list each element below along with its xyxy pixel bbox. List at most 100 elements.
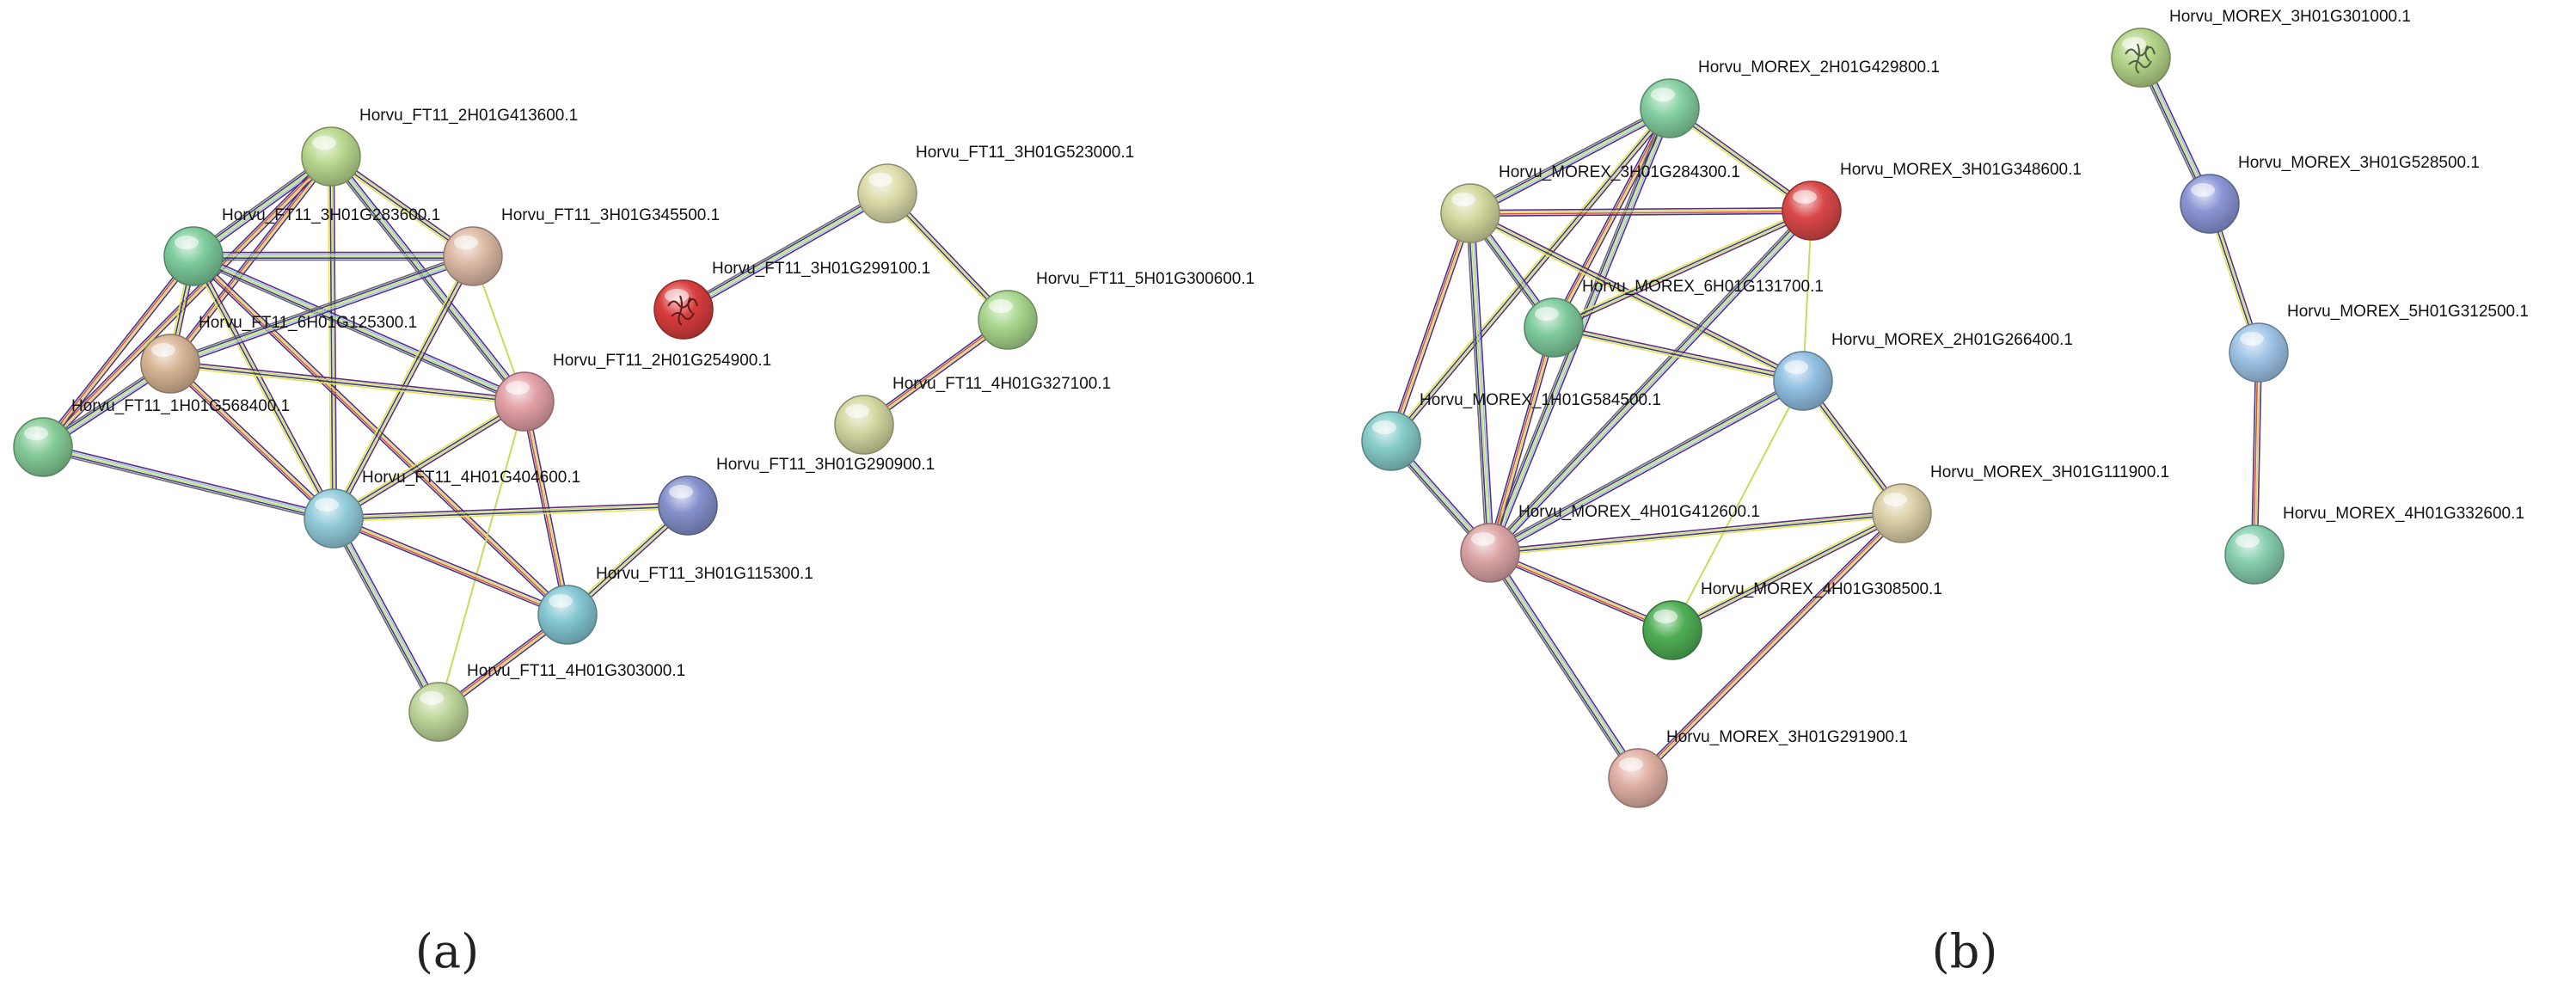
edge-strand: [1489, 509, 1902, 551]
protein-node-horvu-morex-3h01g528500-1: Horvu_MOREX_3H01G528500.1: [2180, 154, 2480, 234]
node-sphere: [443, 226, 503, 286]
edge-horvu-ft11-2h01g254900-1-to-horvu-ft11-4h01g303000-1: [438, 401, 525, 713]
edge-strand: [193, 255, 525, 402]
edge-strand: [169, 252, 472, 361]
protein-node-horvu-ft11-6h01g125300-1: Horvu_FT11_6H01G125300.1: [140, 314, 417, 394]
edge-strand: [169, 364, 334, 520]
protein-node-horvu-morex-3h01g348600-1: Horvu_MOREX_3H01G348600.1: [1782, 161, 2082, 241]
protein-node-horvu-morex-5h01g312500-1: Horvu_MOREX_5H01G312500.1: [2229, 303, 2529, 383]
protein-node-horvu-morex-3h01g301000-1: Horvu_MOREX_3H01G301000.1: [2111, 8, 2411, 88]
node-highlight: [175, 236, 199, 249]
node-highlight: [1784, 360, 1808, 374]
node-highlight: [2122, 37, 2146, 51]
edge-strand: [333, 400, 524, 518]
panel-b-network: Horvu_MOREX_2H01G429800.1Horvu_MOREX_3H0…: [1361, 8, 2529, 808]
node-label: Horvu_MOREX_2H01G266400.1: [1831, 331, 2073, 349]
protein-node-horvu-ft11-3h01g523000-1: Horvu_FT11_3H01G523000.1: [857, 144, 1134, 224]
edge-strand: [1465, 213, 1487, 554]
node-highlight: [2191, 183, 2215, 197]
node-label: Horvu_MOREX_3H01G284300.1: [1499, 163, 1740, 181]
protein-structure-icon: [667, 295, 698, 326]
node-highlight: [868, 173, 892, 187]
edge-strand: [1470, 212, 1804, 381]
edge-horvu-morex-3h01g284300-1-to-horvu-morex-2h01g266400-1: [1469, 210, 1805, 384]
node-highlight: [1372, 420, 1396, 434]
node-label: Horvu_MOREX_3H01G348600.1: [1840, 161, 2082, 179]
node-label: Horvu_MOREX_1H01G584500.1: [1420, 391, 1661, 409]
edge-strand: [1469, 106, 1670, 212]
edge-strand: [1469, 213, 1803, 383]
edge-strand: [169, 255, 474, 365]
edge-horvu-ft11-1h01g568400-1-to-horvu-ft11-4h01g404600-1: [41, 442, 335, 524]
edge-strand: [1489, 210, 1812, 554]
node-sphere: [1782, 181, 1842, 241]
edge-strand: [331, 518, 438, 714]
node-label: Horvu_MOREX_3H01G111900.1: [1930, 463, 2169, 481]
node-label: Horvu_FT11_5H01G300600.1: [1036, 270, 1254, 288]
node-sphere: [978, 290, 1038, 350]
node-label: Horvu_FT11_4H01G303000.1: [467, 662, 685, 680]
panel-a-caption: (a): [415, 924, 479, 978]
edge-strand: [1391, 108, 1671, 443]
edge-horvu-morex-4h01g412600-1-to-horvu-morex-4h01g308500-1: [1488, 549, 1674, 634]
node-highlight: [315, 498, 339, 512]
edge-strand: [1492, 212, 1815, 556]
panel-a-network: Horvu_FT11_2H01G413600.1Horvu_FT11_3H01G…: [13, 107, 1254, 742]
edge-horvu-morex-3h01g348600-1-to-horvu-morex-4h01g412600-1: [1487, 207, 1815, 556]
node-sphere: [1361, 411, 1421, 471]
edge-strand: [1469, 209, 1812, 213]
edge-strand: [1553, 328, 1803, 383]
edge-strand: [1469, 215, 1802, 384]
edge-strand: [170, 362, 335, 518]
edge-strand: [333, 501, 688, 517]
edge-strand: [1491, 551, 1641, 778]
node-label: Horvu_MOREX_5H01G312500.1: [2287, 303, 2529, 321]
node-sphere: [408, 682, 469, 742]
panel-b-nodes: Horvu_MOREX_2H01G429800.1Horvu_MOREX_3H0…: [1361, 8, 2529, 808]
edge-strand: [333, 156, 338, 518]
edge-horvu-ft11-3h01g523000-1-to-horvu-ft11-3h01g299100-1: [681, 189, 890, 314]
node-sphere: [1773, 351, 1833, 411]
edge-horvu-ft11-6h01g125300-1-to-horvu-ft11-4h01g404600-1: [168, 361, 336, 521]
edge-horvu-ft11-4h01g404600-1-to-horvu-ft11-3h01g290900-1: [333, 501, 689, 523]
edge-strand: [1550, 107, 1668, 327]
node-highlight: [24, 426, 48, 440]
edge-strand: [193, 255, 335, 518]
edge-horvu-morex-3h01g348600-1-to-horvu-morex-6h01g131700-1: [1552, 207, 1813, 331]
edge-strand: [1469, 212, 1491, 554]
edge-strand: [684, 196, 890, 314]
edge-horvu-morex-5h01g312500-1-to-horvu-morex-4h01g332600-1: [2250, 352, 2263, 555]
edge-strand: [329, 519, 436, 714]
node-sphere: [1524, 297, 1584, 358]
node-label: Horvu_FT11_3H01G523000.1: [916, 144, 1134, 162]
edge-strand: [1639, 514, 1904, 781]
node-label: Horvu_FT11_2H01G413600.1: [359, 107, 578, 125]
node-highlight: [1651, 88, 1675, 101]
edge-strand: [1553, 209, 1812, 328]
edge-strand: [1490, 513, 1903, 555]
node-sphere: [2224, 524, 2285, 585]
edge-strand: [170, 257, 475, 366]
node-sphere: [537, 585, 598, 645]
edge-strand: [1553, 329, 1803, 385]
edge-strand: [681, 189, 886, 307]
edge-strand: [332, 155, 527, 402]
protein-node-horvu-morex-4h01g308500-1: Horvu_MOREX_4H01G308500.1: [1642, 580, 1942, 660]
protein-node-horvu-morex-3h01g284300-1: Horvu_MOREX_3H01G284300.1: [1440, 163, 1740, 243]
node-sphere: [1872, 483, 1932, 543]
protein-node-horvu-morex-3h01g111900-1: Horvu_MOREX_3H01G111900.1: [1872, 463, 2169, 543]
edge-strand: [333, 518, 567, 616]
node-sphere: [1640, 78, 1700, 138]
node-highlight: [312, 136, 336, 150]
node-sphere: [653, 279, 714, 340]
edge-strand: [40, 254, 193, 446]
edge-strand: [1392, 109, 1673, 444]
edge-strand: [1490, 328, 1555, 554]
node-sphere: [834, 395, 894, 455]
edge-strand: [171, 157, 334, 366]
node-highlight: [1535, 307, 1559, 321]
edge-strand: [191, 257, 567, 617]
edge-strand: [683, 193, 888, 310]
node-label: Horvu_MOREX_4H01G332600.1: [2283, 505, 2524, 523]
edge-horvu-ft11-2h01g413600-1-to-horvu-ft11-2h01g254900-1: [327, 153, 529, 405]
